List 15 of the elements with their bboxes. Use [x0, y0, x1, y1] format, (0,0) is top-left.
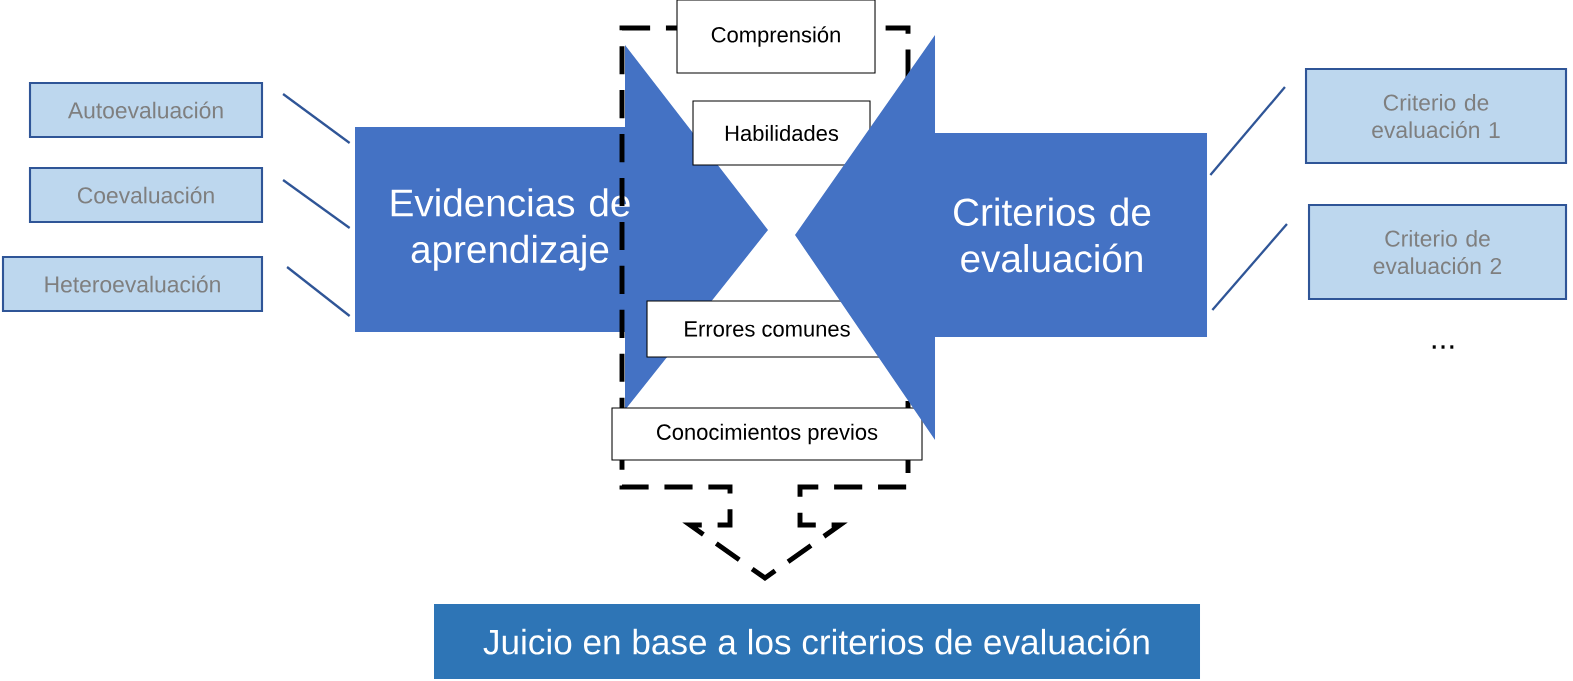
connector-line — [1211, 223, 1288, 311]
text-box: Conocimientos previos — [611, 407, 923, 461]
ellipsis-text: ... — [1432, 345, 1454, 349]
label-box: Heteroevaluación — [1, 255, 264, 313]
label-box: Criterio de evaluación 1 — [1304, 67, 1568, 165]
label-box: Criterio de evaluación 2 — [1307, 203, 1568, 301]
connector-line — [1209, 86, 1286, 176]
text-box: Habilidades — [692, 100, 871, 166]
connector-line — [282, 93, 351, 144]
text-box: Comprensión — [676, 0, 876, 74]
banner-box: Juicio en base a los criterios de evaluación — [434, 604, 1200, 679]
label-box: Autoevaluación — [28, 81, 264, 139]
connector-line — [286, 266, 351, 317]
label-box: Coevaluación — [28, 166, 264, 224]
connector-line — [282, 179, 351, 229]
